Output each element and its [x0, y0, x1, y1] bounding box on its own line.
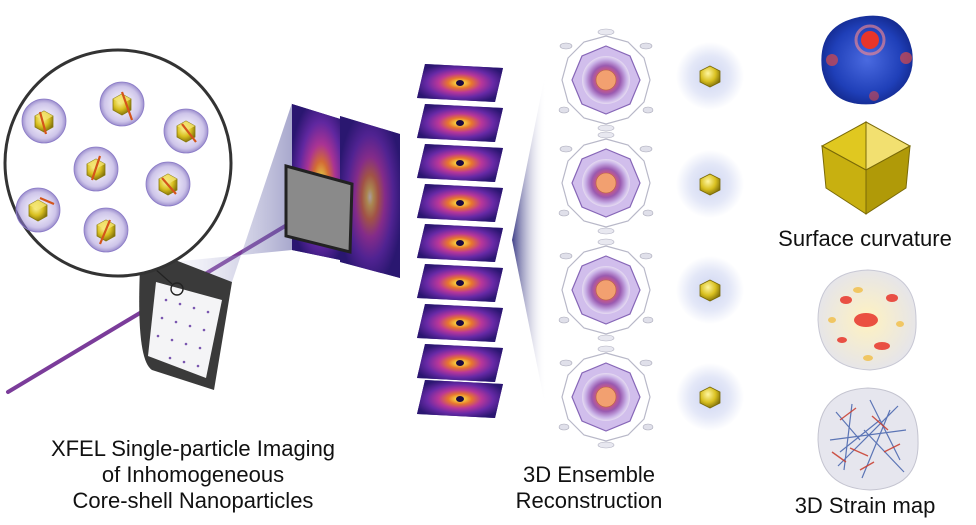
magnified-view [3, 48, 233, 278]
diffraction-pattern [417, 144, 503, 182]
xfel-caption-line1: XFEL Single-particle Imaging [50, 436, 336, 461]
diffraction-pattern [417, 64, 503, 102]
core-polyhedron [820, 121, 912, 215]
reconstruction-wedge [512, 70, 546, 410]
ensemble-caption-line1: 3D Ensemble [522, 462, 656, 487]
ensemble-caption-line2: Reconstruction [515, 488, 663, 513]
core-shell-nanoparticle [99, 81, 145, 127]
diffraction-pattern [417, 344, 503, 382]
core-volume [675, 255, 745, 325]
curvature-blob [821, 15, 913, 105]
core-volume [675, 362, 745, 432]
reconstruction-volume [558, 28, 654, 132]
reconstruction-volume [558, 131, 654, 235]
ensemble-caption: 3D Ensemble Reconstruction [494, 462, 684, 514]
ensemble-reconstructions [558, 28, 654, 449]
orientation-arrow-icon [38, 91, 197, 245]
reconstruction-volume [558, 238, 654, 342]
core-volume [675, 149, 745, 219]
diffraction-pattern [417, 264, 503, 302]
core-shell-nanoparticle [21, 98, 67, 144]
surface-curvature-label: Surface curvature [778, 226, 952, 251]
strain-map-label: 3D Strain map [794, 493, 936, 518]
diffraction-pattern [417, 304, 503, 342]
strain-heatmap [817, 269, 917, 371]
diffraction-pattern-stack [417, 64, 503, 418]
diffraction-pattern [417, 184, 503, 222]
core-volume [675, 41, 745, 111]
diffraction-pattern [417, 224, 503, 262]
diffraction-pattern [417, 104, 503, 142]
detector [284, 104, 400, 278]
xfel-caption: XFEL Single-particle Imaging of Inhomoge… [22, 436, 364, 514]
core-shell-nanoparticle [15, 187, 61, 233]
sample-holder [139, 256, 232, 390]
xfel-caption-line3: Core-shell Nanoparticles [72, 488, 314, 513]
xfel-caption-line2: of Inhomogeneous [101, 462, 285, 487]
core-column [675, 41, 745, 432]
strain-vector-map [817, 387, 919, 491]
projection-cone [172, 103, 292, 282]
diffraction-pattern [417, 380, 503, 418]
beam-stop [284, 164, 354, 254]
reconstruction-volume [558, 345, 654, 449]
core-shell-nanoparticle [163, 108, 209, 154]
